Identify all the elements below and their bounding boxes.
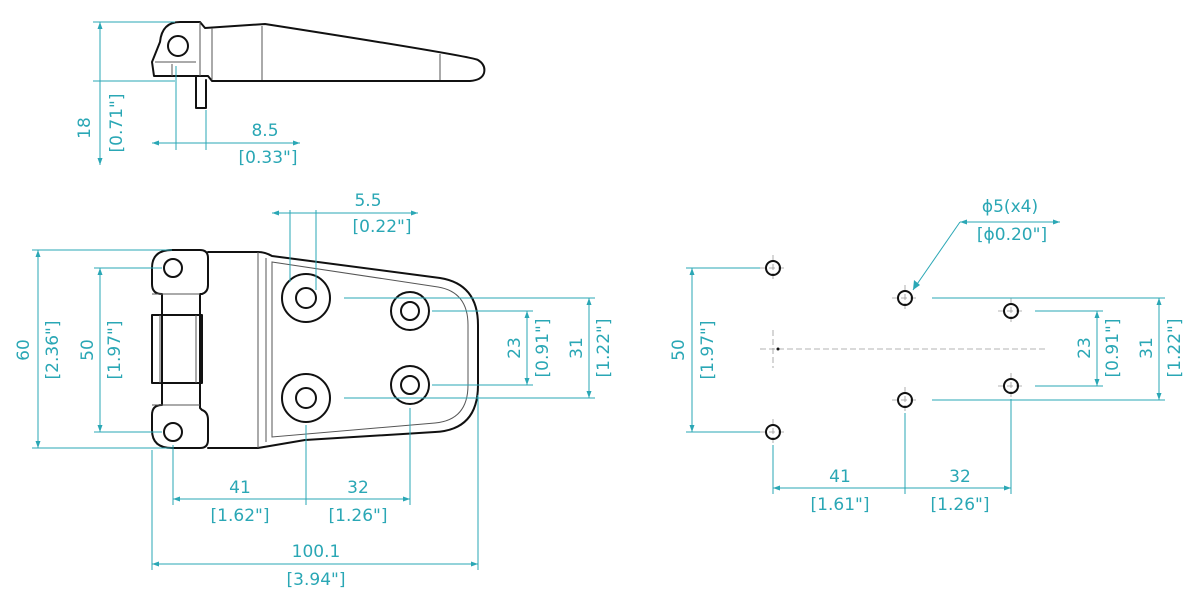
pattern-x-spacing-2-mm: 32 <box>949 467 971 487</box>
pattern-inner-spacing-in: [0.91"] <box>1103 319 1123 378</box>
arrowhead <box>152 140 159 146</box>
pattern-pin-hole-bottom <box>765 424 781 440</box>
arrowhead <box>411 210 418 216</box>
pin-circle <box>167 35 189 57</box>
arrowhead <box>524 311 530 318</box>
arrowhead <box>403 496 410 502</box>
front-x-spacing-2-mm: 32 <box>347 478 369 498</box>
front-inner-spacing-mm: 23 <box>505 337 525 359</box>
arrowhead <box>97 158 103 165</box>
front-view: 5.5 [0.22"] 60 [2.36"] 50 [1.97"] 23 [0.… <box>14 191 614 590</box>
mount-hole-4-inner <box>400 375 420 395</box>
arrowhead <box>1004 485 1011 491</box>
front-view-outline <box>151 249 479 449</box>
mount-hole-3-inner <box>295 387 317 409</box>
side-height-mm: 18 <box>75 117 95 139</box>
pattern-inner-spacing-mm: 23 <box>1075 337 1095 359</box>
arrowhead <box>586 298 592 305</box>
dimension-arrowheads <box>35 22 1162 567</box>
mount-hole-2-outer <box>390 291 430 331</box>
mount-hole-4-outer <box>390 365 430 405</box>
hole-pattern-dimension-lines <box>686 221 1165 494</box>
knuckle <box>151 314 203 384</box>
pattern-center-point <box>776 347 780 351</box>
arrowhead <box>152 561 159 567</box>
pattern-x-spacing-1-mm: 41 <box>829 467 851 487</box>
front-length-in: [3.94"] <box>287 570 346 590</box>
pattern-diameter-label: ϕ5(x4) <box>982 197 1038 217</box>
arrowhead <box>272 210 279 216</box>
front-x-spacing-1-in: [1.62"] <box>211 506 270 526</box>
pattern-pin-hole-top <box>765 260 781 276</box>
pattern-pin-spacing-mm: 50 <box>669 339 689 361</box>
mount-hole-3-outer <box>281 373 331 423</box>
front-outer-spacing-in: [1.22"] <box>594 319 614 378</box>
front-x-spacing-2-in: [1.26"] <box>329 506 388 526</box>
front-hole-offset-in: [0.22"] <box>353 217 412 237</box>
mount-hole-1-inner <box>295 287 317 309</box>
front-length-mm: 100.1 <box>292 542 341 562</box>
arrowhead <box>173 496 180 502</box>
arrowhead <box>1094 311 1100 318</box>
arrowhead <box>1156 393 1162 400</box>
arrowhead <box>471 561 478 567</box>
front-hole-offset-mm: 5.5 <box>354 191 381 211</box>
pattern-x-spacing-1-in: [1.61"] <box>811 495 870 515</box>
arrowhead <box>97 268 103 275</box>
arrowhead <box>773 485 780 491</box>
pattern-hole-1 <box>897 290 913 306</box>
arrowhead <box>524 378 530 385</box>
front-pin-spacing-mm: 50 <box>78 339 98 361</box>
side-offset-mm: 8.5 <box>251 121 278 141</box>
pattern-x-spacing-2-in: [1.26"] <box>931 495 990 515</box>
hole-pattern-view: ϕ5(x4) [ϕ0.20"] 50 [1.97"] 23 [0.91"] 31… <box>669 197 1185 515</box>
pattern-pin-spacing-in: [1.97"] <box>698 321 718 380</box>
side-view-dimension-lines <box>93 21 300 165</box>
arrowhead <box>97 425 103 432</box>
arrowhead <box>689 268 695 275</box>
side-view-outline <box>151 21 486 109</box>
pattern-outer-spacing-mm: 31 <box>1137 337 1157 359</box>
front-inner-spacing-in: [0.91"] <box>533 319 553 378</box>
arrowhead <box>1053 219 1060 225</box>
pattern-hole-2 <box>1003 303 1019 319</box>
side-view: 18 [0.71"] 8.5 [0.33"] <box>75 21 486 168</box>
arrowhead <box>960 219 967 225</box>
side-offset-in: [0.33"] <box>239 148 298 168</box>
side-height-in: [0.71"] <box>107 94 127 153</box>
front-outer-spacing-mm: 31 <box>567 337 587 359</box>
front-pin-spacing-in: [1.97"] <box>105 321 125 380</box>
arrowhead <box>35 250 41 257</box>
pattern-hole-4 <box>1003 378 1019 394</box>
pattern-outer-spacing-in: [1.22"] <box>1165 319 1185 378</box>
arrowhead <box>97 22 103 29</box>
mount-hole-2-inner <box>400 301 420 321</box>
arrowhead <box>689 425 695 432</box>
mount-hole-1-outer <box>281 273 331 323</box>
arrowhead <box>35 441 41 448</box>
pattern-diameter-in: [ϕ0.20"] <box>977 225 1047 245</box>
pattern-hole-3 <box>897 392 913 408</box>
pin-hole-bottom <box>163 422 183 442</box>
front-height-in: [2.36"] <box>43 321 63 380</box>
front-height-mm: 60 <box>14 339 34 361</box>
front-x-spacing-1-mm: 41 <box>229 478 251 498</box>
arrowhead <box>1156 298 1162 305</box>
arrowhead <box>293 140 300 146</box>
arrowhead <box>586 391 592 398</box>
arrowhead <box>1094 379 1100 386</box>
hole-pattern-centerlines <box>760 255 1045 445</box>
pin-hole-top <box>163 258 183 278</box>
front-view-dimension-lines <box>32 210 595 570</box>
